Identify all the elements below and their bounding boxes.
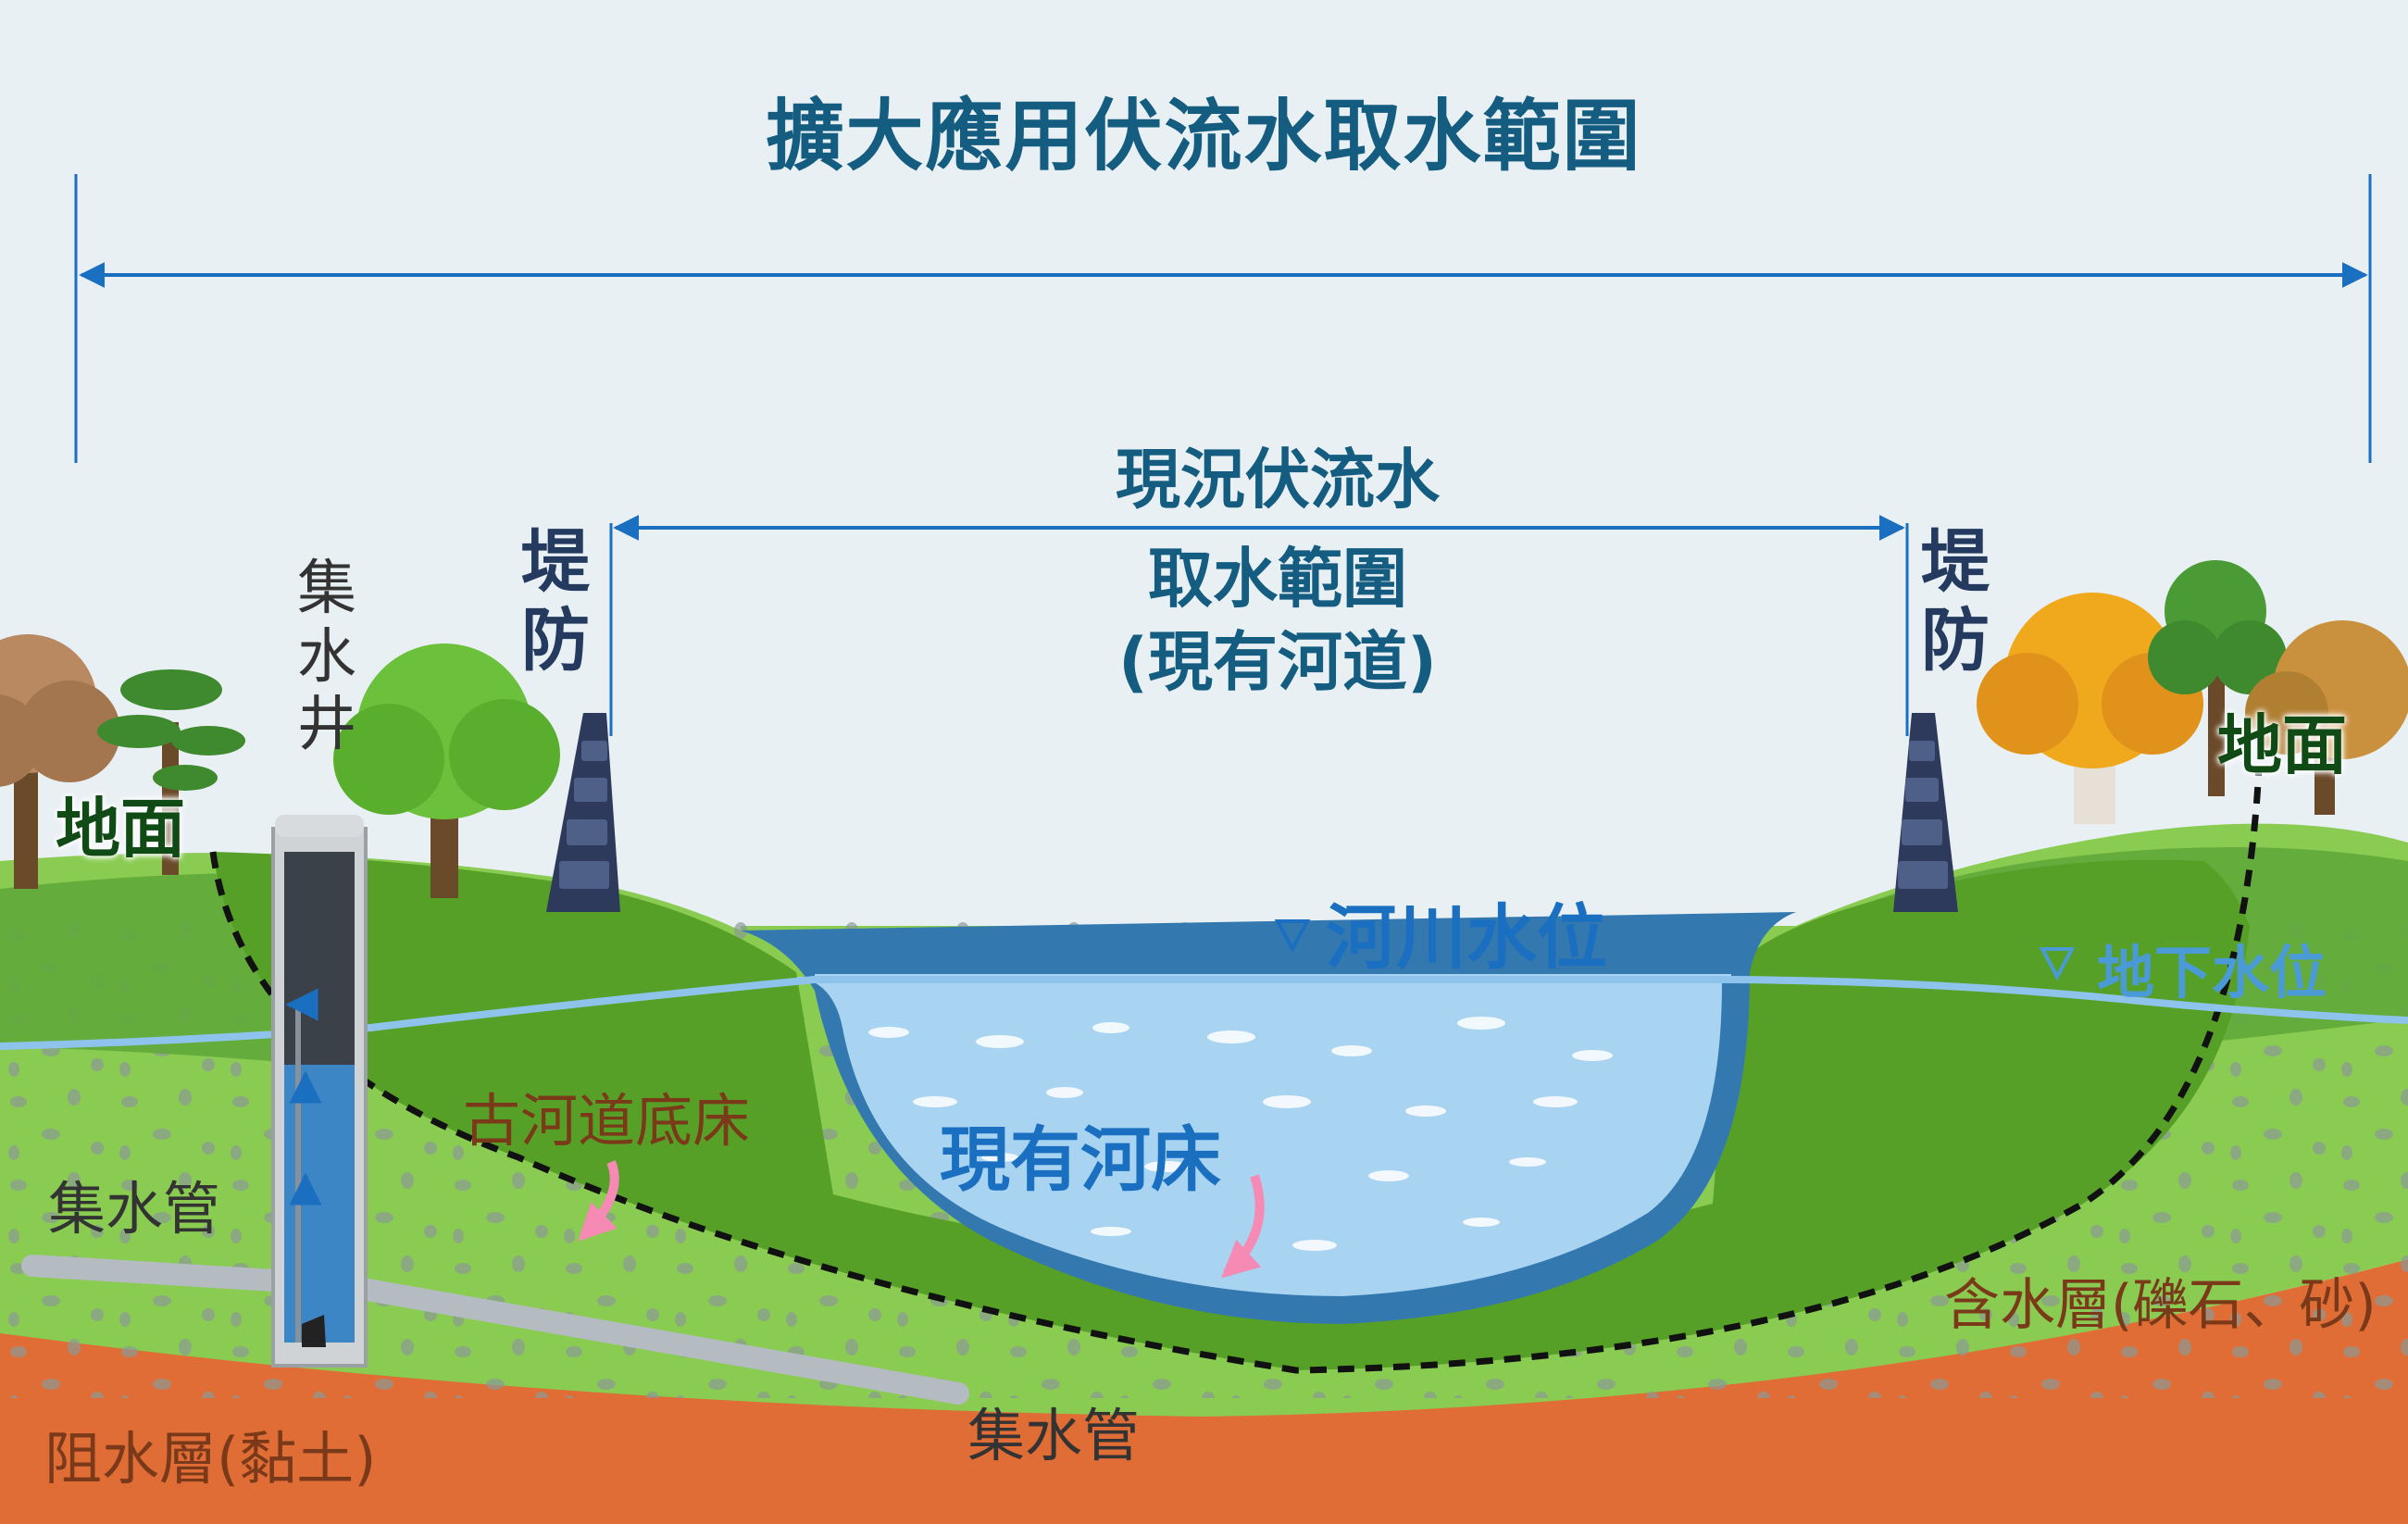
tree-right-brown [2245,620,2408,815]
well-label: 集水井 [297,555,356,760]
ancient-riverbed-boundary [209,768,2263,1374]
river-water-level-label: 河川水位 [1326,896,1607,979]
ground-label-right: 地面 [2217,707,2347,783]
ancient-riverbed-label: 古河道底床 [463,1087,751,1155]
groundwater-level-label: 地下水位 [2097,939,2327,1006]
current-range-line3: (現有河道) [1118,624,1437,700]
diagram-title: 擴大應用伏流水取水範圍 [766,91,1642,181]
tree-left-green [333,643,560,898]
tree-left-bonsai [97,669,245,875]
river-water [796,977,1722,1296]
dyke-label-left: 堤防 [521,522,590,681]
collector-pipe [21,1255,969,1405]
current-range-line2: 取水範圍 [1148,541,1407,617]
aquifer-label: 含水層(礫石、砂) [1944,1273,2377,1338]
groundwater-level-marker [2039,947,2076,981]
collector-pipe-label-left: 集水管 [48,1175,221,1243]
dyke-label-right: 堤防 [1921,522,1990,681]
river-level-marker [1274,919,1311,954]
tree-left-brown [0,634,120,889]
aquitard-label: 阻水層(黏土) [44,1425,377,1493]
current-riverbed-label: 現有河床 [940,1118,1221,1201]
current-riverbed-arrow [1221,1174,1265,1279]
collector-well [271,815,368,1368]
collector-pipe-label-bottom: 集水管 [967,1402,1141,1469]
aquitard-top [0,1259,2408,1524]
dyke-left [546,713,620,912]
dyke-right [1893,713,1958,912]
groundwater-line [0,976,2408,1050]
river-ripples [868,1017,1613,1251]
ground-label-left: 地面 [56,791,185,867]
current-range-line1: 現況伏流水 [1116,442,1440,518]
ancient-riverbed-arrow [578,1160,619,1242]
